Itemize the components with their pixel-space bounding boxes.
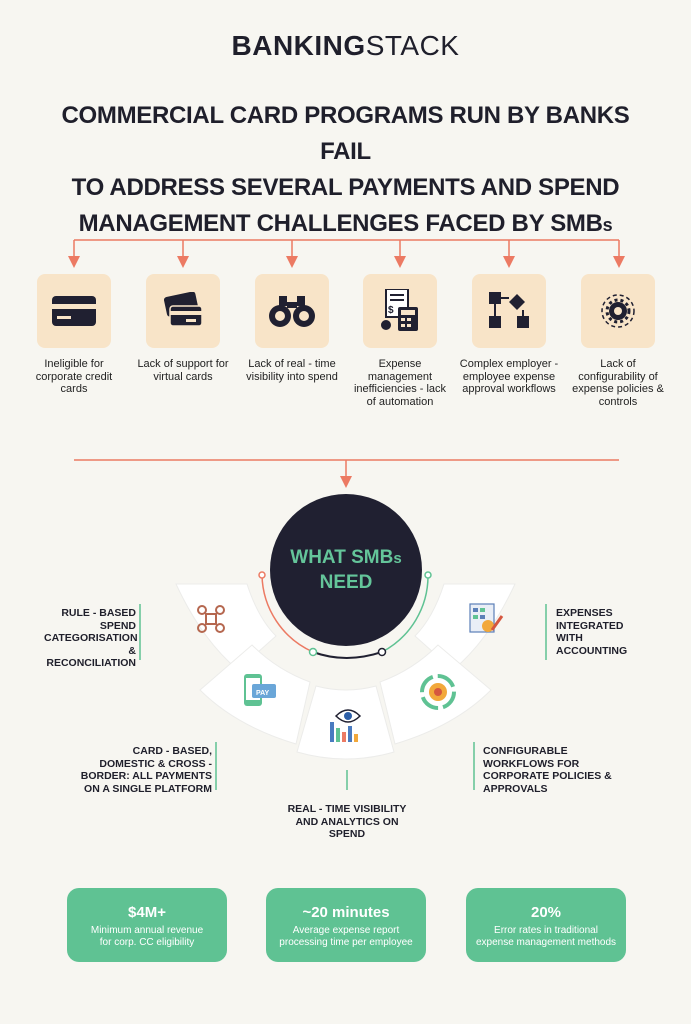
virtual-cards-icon (163, 292, 203, 327)
stat-value: 20% (530, 904, 562, 921)
challenge-item: Complex employer - employee expense appr… (459, 274, 559, 396)
challenge-tile (255, 274, 329, 348)
challenge-label: Ineligible for corporate credit cards (35, 358, 113, 395)
gear-settings-icon (601, 294, 635, 328)
workflow-gear-icon (420, 674, 456, 710)
workflow-icon (489, 292, 529, 328)
expense-calculator-icon: $ (381, 289, 418, 331)
brand-logo: BANKINGSTACK (231, 30, 460, 61)
challenge-item: Lack of configurability of expense polic… (568, 274, 668, 408)
mobile-pay-icon: PAY (244, 674, 276, 706)
challenge-item: $ Expense management inefficiencies - la… (350, 274, 450, 408)
need-label-analytics: REAL - TIME VISIBILITY AND ANALYTICS ON … (287, 803, 407, 840)
credit-card-icon (52, 296, 96, 326)
challenge-tile (146, 274, 220, 348)
challenge-label: Lack of configurability of expense polic… (572, 358, 664, 408)
stat-desc: Minimum annual revenue for corp. CC elig… (90, 925, 204, 948)
command-icon (197, 605, 225, 633)
need-label-workflows: CONFIGURABLE WORKFLOWS FOR CORPORATE POL… (483, 745, 612, 795)
svg-text:$: $ (388, 305, 394, 316)
challenge-label: Complex employer - employee expense appr… (459, 358, 559, 395)
challenge-label: Lack of real - time visibility into spen… (246, 358, 338, 383)
challenge-tile (37, 274, 111, 348)
need-label-rule: RULE - BASED SPEND CATEGORISATION & RECO… (44, 607, 138, 669)
accounting-sheet-icon (469, 603, 504, 633)
challenge-item: Ineligible for corporate credit cards (24, 274, 124, 396)
challenge-label: Expense management inefficiencies - lack… (353, 358, 447, 408)
page-title: COMMERCIAL CARD PROGRAMS RUN BY BANKS FA… (61, 102, 630, 237)
challenge-item: Lack of support for virtual cards (133, 274, 233, 383)
svg-text:PAY: PAY (256, 690, 270, 697)
stat-card-revenue: $4M+ Minimum annual revenue for corp. CC… (67, 888, 227, 962)
need-label-payments: CARD - BASED, DOMESTIC & CROSS - BORDER:… (80, 745, 212, 795)
challenge-tile: $ (363, 274, 437, 348)
stat-card-error-rate: 20% Error rates in traditional expense m… (466, 888, 626, 962)
challenge-item: Lack of real - time visibility into spen… (242, 274, 342, 383)
stat-desc: Average expense report processing time p… (279, 925, 413, 948)
binoculars-icon (269, 296, 315, 327)
challenge-label: Lack of support for virtual cards (137, 358, 229, 383)
stat-value: $4M+ (128, 904, 166, 921)
challenge-tile (472, 274, 546, 348)
need-label-accounting: EXPENSES INTEGRATED WITH ACCOUNTING (556, 607, 628, 657)
stat-desc: Error rates in traditional expense manag… (475, 925, 617, 948)
stat-card-processing-time: ~20 minutes Average expense report proce… (266, 888, 426, 962)
stat-value: ~20 minutes (302, 904, 390, 921)
analytics-eye-icon (330, 709, 362, 742)
what-smbs-need-circle: WHAT SMBs NEED (270, 494, 422, 646)
challenge-tile (581, 274, 655, 348)
